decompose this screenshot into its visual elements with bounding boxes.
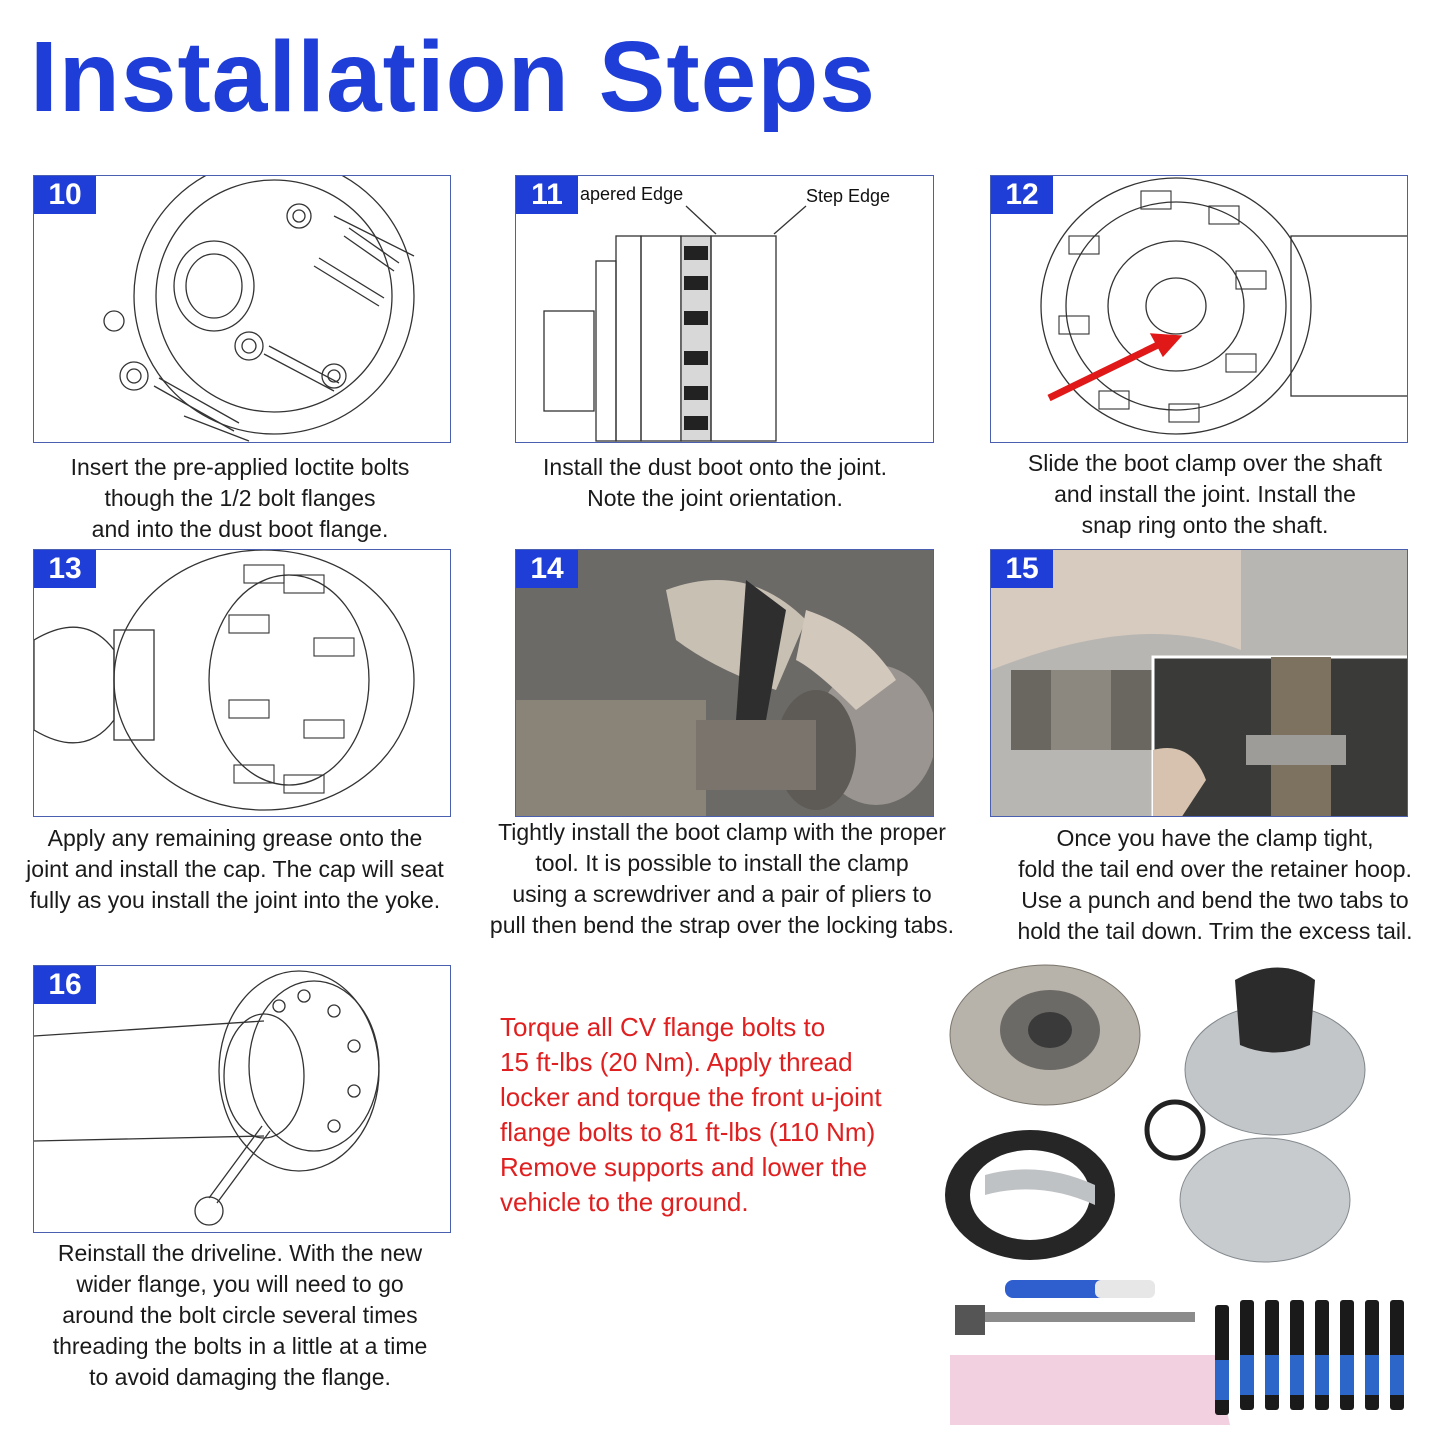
step-10-panel: 10 bbox=[33, 175, 451, 443]
clamp-tail-photo bbox=[991, 550, 1407, 816]
step-number-badge: 15 bbox=[991, 550, 1053, 588]
cap-install-illustration bbox=[34, 550, 415, 811]
dust-boot-side-illustration bbox=[543, 205, 807, 442]
step-12-caption: Slide the boot clamp over the shaft and … bbox=[1027, 450, 1383, 538]
step-number-badge: 11 bbox=[516, 176, 578, 214]
page-title: Installation Steps bbox=[30, 21, 876, 133]
flange-bolts-illustration bbox=[103, 176, 415, 442]
step-15-panel: 15 bbox=[990, 549, 1408, 817]
step-15-caption: Once you have the clamp tight, fold the … bbox=[1017, 825, 1413, 944]
driveline-reinstall-illustration bbox=[34, 970, 380, 1226]
step-14-panel: 14 bbox=[515, 549, 934, 817]
step-edge-label: Step Edge bbox=[806, 186, 891, 206]
step-10-caption: Insert the pre-applied loctite bolts tho… bbox=[70, 454, 410, 542]
clamp-tool-photo bbox=[516, 550, 933, 816]
joint-snap-ring-illustration bbox=[1040, 177, 1407, 435]
tapered-edge-label: apered Edge bbox=[580, 184, 684, 204]
step-number-badge: 10 bbox=[34, 176, 96, 214]
step-number-badge: 14 bbox=[516, 550, 578, 588]
step-number-badge: 16 bbox=[34, 966, 96, 1004]
step-13-caption: Apply any remaining grease onto the join… bbox=[26, 825, 444, 913]
step-16-panel: 16 bbox=[33, 965, 451, 1233]
torque-note: Torque all CV flange bolts to 15 ft-lbs … bbox=[500, 1012, 882, 1217]
step-13-panel: 13 bbox=[33, 549, 451, 817]
step-11-panel: 11 apered Edge Step Edge bbox=[515, 175, 934, 443]
step-number-badge: 13 bbox=[34, 550, 96, 588]
step-12-panel: 12 bbox=[990, 175, 1408, 443]
step-number-badge: 12 bbox=[991, 176, 1053, 214]
step-11-caption: Install the dust boot onto the joint. No… bbox=[543, 454, 887, 511]
step-16-caption: Reinstall the driveline. With the new wi… bbox=[52, 1240, 428, 1390]
cv-joint-kit-photo bbox=[945, 964, 1404, 1425]
step-14-caption: Tightly install the boot clamp with the … bbox=[489, 819, 955, 938]
